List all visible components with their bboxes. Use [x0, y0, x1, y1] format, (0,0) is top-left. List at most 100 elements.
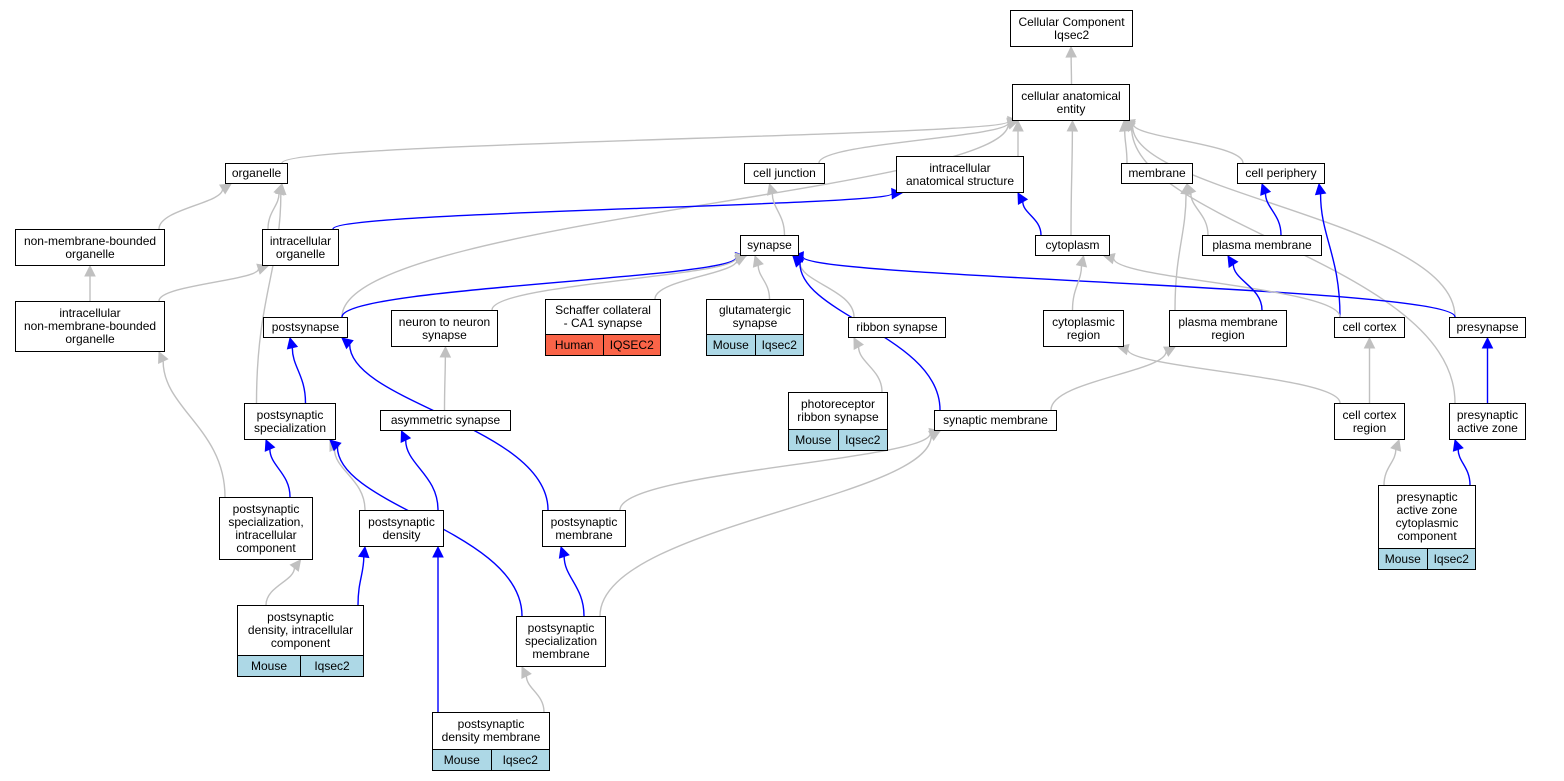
annotation-species: Mouse: [707, 335, 755, 355]
node-label-line: postsynaptic: [527, 621, 595, 635]
annotation-gene: Iqsec2: [1426, 549, 1475, 569]
node-plasma-membrane[interactable]: plasma membrane: [1202, 235, 1322, 256]
edge-postsynapse-to-synapse: [341, 256, 737, 318]
node-label-line: active zone: [1396, 503, 1458, 517]
node-label-line: cytoplasmic: [1052, 314, 1115, 329]
arrowhead-ias-to-cae: [1012, 119, 1024, 132]
arrowhead-paz-to-presynapse: [1481, 336, 1494, 349]
node-label-line: postsynaptic: [457, 717, 525, 731]
arrowhead-ps_spec-to-organelle: [275, 182, 287, 196]
node-postsynapse[interactable]: postsynapse: [263, 317, 348, 338]
annotation-gene: Iqsec2: [300, 656, 363, 676]
edge-n2n-to-synapse: [491, 257, 737, 311]
edge-cell_junction-to-cae: [818, 122, 1009, 164]
node-label: presynapse: [1450, 318, 1525, 337]
node-ribbon[interactable]: ribbon synapse: [848, 317, 946, 338]
arrowhead-paz_cc-to-paz: [1452, 438, 1464, 452]
node-label-line: neuron to neuron: [398, 314, 491, 329]
edge-pm_region-to-plasma_membrane: [1232, 264, 1263, 311]
node-label-line: membrane: [1128, 166, 1186, 180]
edge-psd_ic-to-psd: [357, 556, 365, 606]
edge-cell_cortex-to-cytoplasm: [1112, 258, 1341, 318]
node-synapse[interactable]: synapse: [740, 235, 799, 256]
edge-cell_cortex-to-cell_periphery: [1319, 193, 1341, 318]
arrowhead-ps_spec-to-postsynapse: [286, 336, 299, 350]
node-label-line: cytoplasmic: [1395, 516, 1459, 530]
node-asym[interactable]: asymmetric synapse: [380, 410, 511, 431]
node-organelle[interactable]: organelle: [225, 163, 288, 184]
node-syn-membrane[interactable]: synaptic membrane: [934, 410, 1057, 431]
edge-io-to-ias: [332, 192, 893, 230]
node-label: synaptic membrane: [935, 411, 1056, 430]
arrowhead-syn_membrane-to-pm_region: [1163, 346, 1176, 357]
node-label-line: Schaffer collateral: [555, 303, 651, 317]
annotation-species: Mouse: [238, 656, 300, 676]
edge-photoreceptor-to-ribbon: [857, 346, 883, 393]
node-label: plasma membrane: [1203, 236, 1321, 255]
node-label-line: region: [1352, 420, 1387, 435]
node-label-line: synapse: [422, 327, 467, 342]
node-cytoplasm[interactable]: cytoplasm: [1035, 235, 1110, 256]
node-label-line: - CA1 synapse: [563, 316, 643, 330]
edge-psd-to-ps_spec: [333, 448, 366, 511]
edge-organelle-to-cae: [281, 120, 1009, 164]
node-label-line: membrane: [555, 527, 613, 542]
arrowhead-pss_membrane-to-ps_membrane: [558, 545, 570, 559]
node-label-line: postsynapse: [271, 320, 340, 334]
node-cell-cortex[interactable]: cell cortex: [1334, 317, 1405, 338]
node-label-line: cytoplasm: [1045, 238, 1100, 252]
edge-paz_cc-to-cc_region: [1383, 449, 1397, 486]
node-presynapse[interactable]: presynapse: [1449, 317, 1526, 338]
node-label-line: intracellular: [235, 527, 297, 542]
node-label-line: cell cortex: [1342, 320, 1397, 334]
edge-syn_membrane-to-pm_region: [1050, 351, 1167, 411]
node-label-line: presynaptic: [1396, 490, 1458, 504]
node-label-line: plasma membrane: [1178, 314, 1278, 329]
node-label-line: cell junction: [753, 166, 816, 180]
annotation-species: Mouse: [433, 750, 491, 770]
node-membrane[interactable]: membrane: [1121, 163, 1193, 184]
edge-presynapse-to-cae: [1131, 126, 1456, 318]
node-cell-periphery[interactable]: cell periphery: [1237, 163, 1325, 184]
node-label-line: component: [236, 540, 296, 555]
node-label: Schaffer collateral- CA1 synapse: [546, 300, 660, 334]
edge-cytoplasm-to-ias: [1022, 201, 1042, 236]
node-label-line: region: [1066, 327, 1101, 342]
annotation-gene: Iqsec2: [754, 335, 803, 355]
edge-psd-to-asym: [404, 440, 439, 511]
arrowhead-pm_region-to-membrane: [1180, 182, 1192, 196]
node-label-line: component: [270, 636, 331, 650]
node-cell-junction[interactable]: cell junction: [744, 163, 825, 184]
